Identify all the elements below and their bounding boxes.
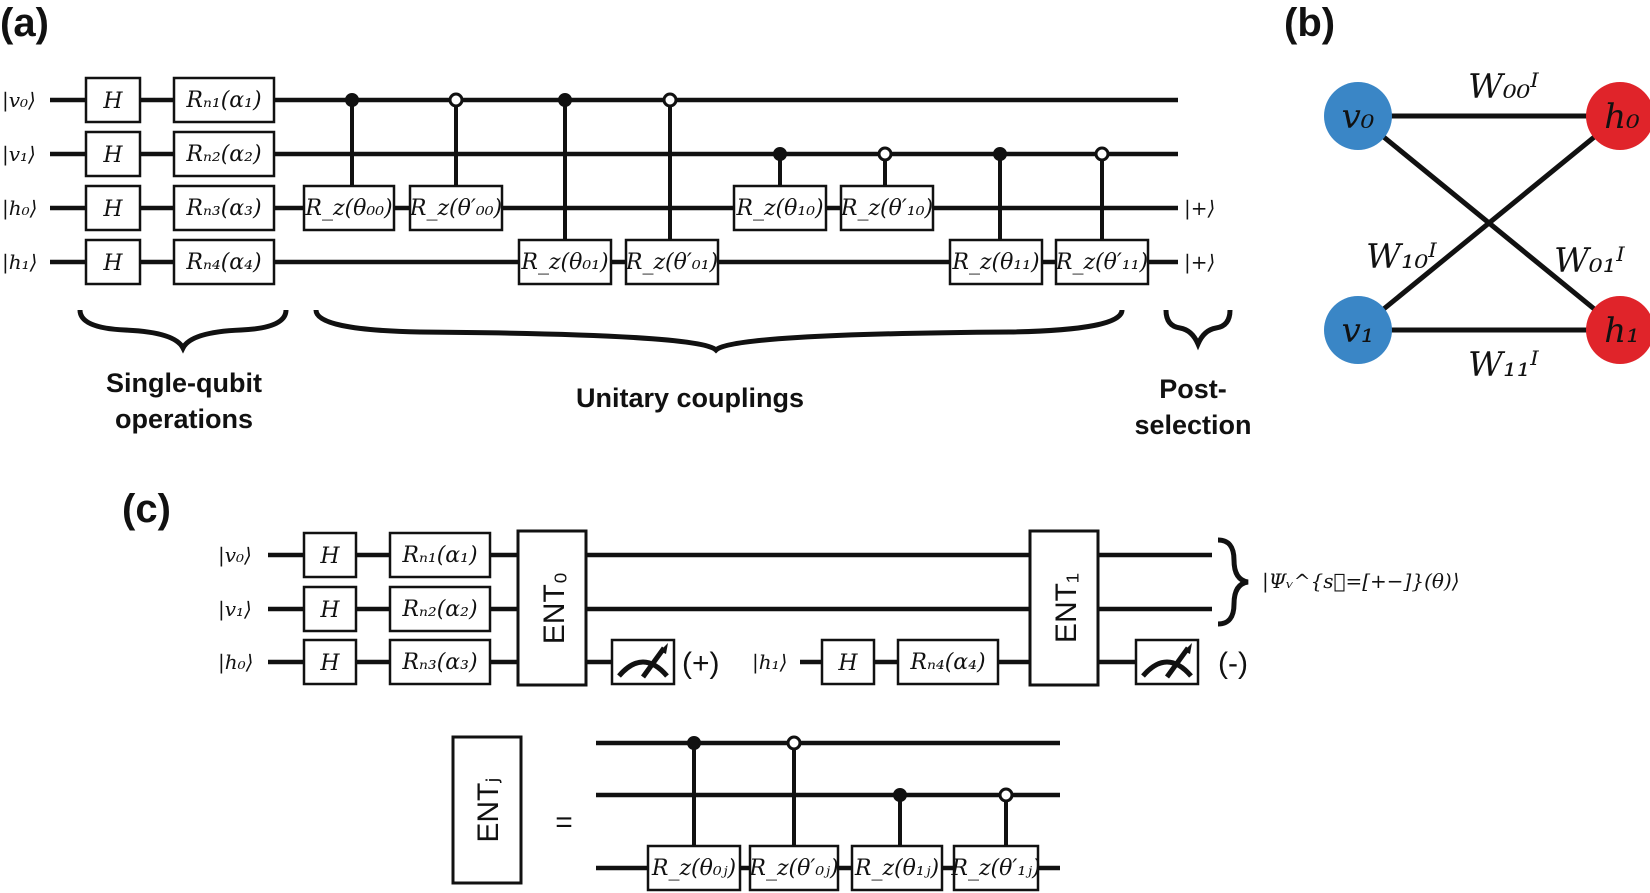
input-c-h1: |h₁⟩ — [752, 650, 787, 675]
gate-rz-theta11: R_z(θ₁₁) — [951, 250, 1039, 275]
coupling-theta10: R_z(θ₁₀) — [732, 147, 828, 232]
node-label-v1: v₁ — [1342, 311, 1375, 351]
gate-c-rn4: Rₙ₄(α₄) — [909, 650, 985, 675]
panel-b-label: (b) — [1284, 1, 1335, 45]
meas1-label: (+) — [682, 647, 720, 680]
panel-c-label: (c) — [122, 487, 171, 531]
meas2-label: (-) — [1218, 647, 1248, 680]
gate-c-rn1: Rₙ₁(α₁) — [401, 543, 477, 568]
circuit-c: |v₀⟩ |v₁⟩ |h₀⟩ H H H Rₙ₁(α₁) Rₙ₂(α₂) Rₙ₃… — [218, 529, 1460, 687]
input-h0: |h₀⟩ — [2, 196, 37, 221]
gate-rz-theta00: R_z(θ₀₀) — [304, 196, 392, 221]
equals-sign: = — [555, 806, 573, 839]
label-single-qubit-2: operations — [115, 404, 253, 434]
entj-box — [451, 735, 523, 885]
gate-c-h-late: H — [837, 651, 858, 676]
gate-h: H — [102, 89, 123, 114]
gate-rn2: Rₙ₂(α₂) — [185, 142, 261, 167]
node-label-h0: h₀ — [1604, 97, 1640, 137]
input-h1: |h₁⟩ — [2, 250, 37, 275]
label-post-1: Post- — [1159, 374, 1227, 404]
meter-arc-icon — [1141, 659, 1193, 678]
output-state: |Ψᵥ^{s⃗=[+−]}(θ)⟩ — [1262, 569, 1460, 594]
brace-unitary — [313, 309, 1125, 354]
meter-needle-icon — [1164, 646, 1191, 679]
gate-h: H — [102, 251, 123, 276]
rotation-column: Rₙ₁(α₁) Rₙ₂(α₂) Rₙ₃(α₃) Rₙ₄(α₄) — [172, 76, 276, 286]
node-h1 — [1586, 296, 1650, 364]
coupling-theta00-prime: R_z(θ′₀₀) — [408, 92, 504, 232]
gate-ent-theta1j: R_z(θ₁ⱼ) — [854, 856, 939, 881]
input-v0: |v₀⟩ — [2, 88, 36, 113]
meter-arc-icon — [617, 659, 669, 678]
node-v0 — [1324, 82, 1392, 150]
output-h0: |+⟩ — [1184, 196, 1215, 221]
gate-h: H — [102, 143, 123, 168]
node-h0 — [1586, 82, 1650, 150]
gate-rn1: Rₙ₁(α₁) — [185, 88, 261, 113]
meter-needle-icon — [640, 646, 667, 679]
brace-output-state — [1217, 537, 1249, 627]
graph-b: v₀ h₀ v₁ h₁ W₀₀ᴵ W₁₀ᴵ W₀₁ᴵ W₁₁ᴵ — [1324, 67, 1650, 385]
gate-rz-theta00p: R_z(θ′₀₀) — [409, 196, 502, 221]
meter-arrow-icon — [660, 643, 668, 654]
node-v1 — [1324, 296, 1392, 364]
brace-post — [1163, 309, 1233, 351]
coupling-theta11: R_z(θ₁₁) — [948, 147, 1044, 286]
gate-h: H — [102, 197, 123, 222]
hadamard-column: H H H H — [84, 76, 142, 286]
gate-rz-theta10: R_z(θ₁₀) — [735, 196, 823, 221]
label-single-qubit-1: Single-qubit — [106, 368, 262, 398]
gate-rz-theta11p: R_z(θ′₁₁) — [1055, 250, 1148, 275]
edge-w10 — [1356, 114, 1622, 332]
coupling-theta10-prime: R_z(θ′₁₀) — [839, 146, 935, 232]
label-post-2: selection — [1134, 410, 1251, 440]
input-c-h0: |h₀⟩ — [218, 650, 253, 675]
gate-c-rn3: Rₙ₃(α₃) — [401, 650, 477, 675]
gate-ent-theta0jp: R_z(θ′₀ⱼ) — [748, 856, 838, 881]
gate-rz-theta01p: R_z(θ′₀₁) — [625, 250, 718, 275]
gate-ent-theta0j: R_z(θ₀ⱼ) — [651, 856, 736, 881]
gate-c-h: H — [319, 598, 340, 623]
gate-c-h: H — [319, 544, 340, 569]
ent1-label: ENT₁ — [1050, 573, 1083, 643]
input-c-v1: |v₁⟩ — [218, 597, 252, 622]
coupling-theta01: R_z(θ₀₁) — [517, 93, 613, 286]
input-c-v0: |v₀⟩ — [218, 543, 252, 568]
gate-rn3: Rₙ₃(α₃) — [185, 196, 261, 221]
ent0-label: ENT₀ — [538, 572, 571, 644]
input-v1: |v₁⟩ — [2, 142, 36, 167]
output-h1: |+⟩ — [1184, 250, 1215, 275]
gate-ent-theta1jp: R_z(θ′₁ⱼ) — [950, 856, 1040, 881]
coupling-theta11-prime: R_z(θ′₁₁) — [1054, 146, 1150, 286]
ent1-box — [1028, 529, 1100, 687]
coupling-theta01-prime: R_z(θ′₀₁) — [624, 92, 720, 286]
edge-label-w10: W₁₀ᴵ — [1366, 237, 1437, 277]
ent-definition: ENTⱼ = R_z(θ₀ⱼ) R_z(θ′₀ⱼ) R_z(θ₁ⱼ) R_z(θ… — [451, 735, 1060, 892]
edge-label-w00: W₀₀ᴵ — [1468, 67, 1539, 107]
circuit-a: |v₀⟩ |v₁⟩ |h₀⟩ |h₁⟩ H H H H Rₙ₁(α₁) Rₙ₂(… — [2, 76, 1252, 440]
edge-label-w11: W₁₁ᴵ — [1468, 345, 1539, 385]
gate-rz-theta10p: R_z(θ′₁₀) — [840, 196, 933, 221]
gate-rz-theta01: R_z(θ₀₁) — [520, 250, 608, 275]
gate-rn4: Rₙ₄(α₄) — [185, 250, 261, 275]
label-unitary: Unitary couplings — [576, 383, 804, 413]
entj-label: ENTⱼ — [472, 777, 505, 842]
coupling-theta00: R_z(θ₀₀) — [302, 93, 396, 232]
gate-c-rn2: Rₙ₂(α₂) — [401, 597, 477, 622]
panel-a-label: (a) — [0, 1, 49, 45]
node-label-h1: h₁ — [1604, 311, 1640, 351]
meter-arrow-icon — [1184, 643, 1192, 654]
edge-label-w01: W₀₁ᴵ — [1554, 241, 1625, 281]
ent0-box — [516, 529, 588, 687]
brace-single-qubit — [77, 309, 289, 354]
node-label-v0: v₀ — [1342, 97, 1375, 137]
gate-c-h: H — [319, 651, 340, 676]
